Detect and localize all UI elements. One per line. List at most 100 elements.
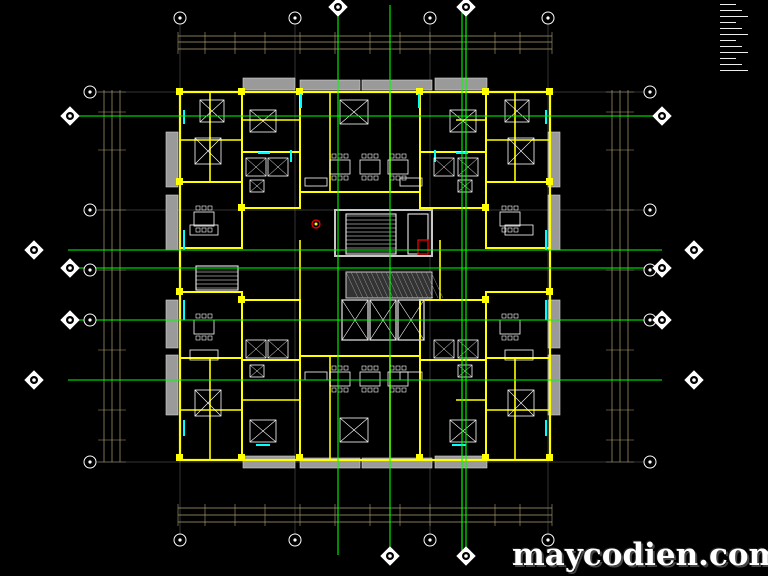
marker-dot (660, 266, 664, 270)
bubble-dot (546, 16, 550, 20)
kitchen-unit (249, 179, 265, 193)
hatch-line (390, 271, 404, 299)
legend-tick (720, 34, 748, 38)
marker-dot (388, 554, 392, 558)
bed (507, 137, 535, 165)
wall-outline (179, 291, 243, 359)
legend-tick (720, 58, 736, 62)
dining-table (499, 211, 521, 227)
window (258, 152, 270, 154)
chair (395, 387, 401, 393)
bed (339, 417, 369, 443)
marker-dot (68, 266, 72, 270)
chair (501, 335, 507, 341)
dining-table (387, 159, 409, 175)
bed-cover (249, 419, 277, 443)
dining-table (499, 319, 521, 335)
chair (195, 313, 201, 319)
window (183, 300, 185, 320)
column (546, 178, 553, 185)
hatch-line (365, 271, 379, 299)
fire-hydrant (417, 239, 429, 255)
bed-cover (507, 389, 535, 417)
grid-bubbles (24, 0, 704, 566)
hatch-line (410, 271, 424, 299)
window (300, 94, 302, 108)
wall-outline (179, 181, 243, 249)
column (176, 288, 183, 295)
sofa (504, 224, 534, 236)
chair (507, 335, 513, 341)
window (183, 230, 185, 250)
dining-table (359, 371, 381, 387)
dining-table (387, 371, 409, 387)
bed (249, 419, 277, 443)
chair (401, 365, 407, 371)
bubble-dot (88, 268, 92, 272)
unit-cross (267, 339, 289, 359)
chair (331, 153, 337, 159)
wall-hatch (361, 457, 433, 469)
column (296, 454, 303, 461)
wall-hatch (165, 354, 179, 416)
chair (343, 387, 349, 393)
hatch-line (415, 271, 429, 299)
chair (361, 153, 367, 159)
hatch-line (350, 271, 364, 299)
chair (195, 335, 201, 341)
bed (504, 99, 530, 123)
chair (337, 365, 343, 371)
chair (513, 227, 519, 233)
legend-tick (720, 16, 748, 20)
column (176, 454, 183, 461)
legend-tick (720, 46, 742, 50)
hatch-line (370, 271, 384, 299)
marker-dot (68, 318, 72, 322)
furniture-symbols (189, 99, 535, 443)
chair (361, 175, 367, 181)
chair (361, 387, 367, 393)
legend-tick (720, 52, 748, 56)
window (545, 420, 547, 436)
watermark-text: maycodien.com (512, 537, 768, 573)
dining-table (193, 211, 215, 227)
wall-outline (241, 91, 301, 153)
bed (507, 389, 535, 417)
hatch-line (360, 271, 374, 299)
column (416, 454, 423, 461)
bed (194, 389, 222, 417)
bed (249, 109, 277, 133)
chair (195, 227, 201, 233)
window (290, 150, 292, 162)
wall-outline (485, 91, 551, 183)
chair (337, 175, 343, 181)
wall-outline (179, 91, 243, 183)
marker-dot (692, 248, 696, 252)
chair (507, 227, 513, 233)
axis-lines (68, 5, 662, 555)
window (545, 110, 547, 124)
bed-cover (199, 99, 225, 123)
hatch-line (395, 271, 409, 299)
column (546, 88, 553, 95)
chair (331, 387, 337, 393)
chair (207, 335, 213, 341)
chair (513, 313, 519, 319)
legend-tick (720, 64, 742, 68)
bed-cover (249, 109, 277, 133)
bed-cover (449, 419, 477, 443)
legend-tick (720, 22, 736, 26)
window (256, 444, 270, 446)
hatch-line (425, 271, 439, 299)
stair-elevator-core (195, 209, 444, 341)
wall-outline (485, 291, 551, 359)
chair (501, 227, 507, 233)
unit-cross (433, 157, 455, 177)
sprinkler-symbol (311, 219, 321, 229)
column (238, 296, 245, 303)
chair (513, 335, 519, 341)
wall-hatch (434, 77, 488, 91)
chair (401, 387, 407, 393)
column (482, 88, 489, 95)
bubble-dot (546, 538, 550, 542)
